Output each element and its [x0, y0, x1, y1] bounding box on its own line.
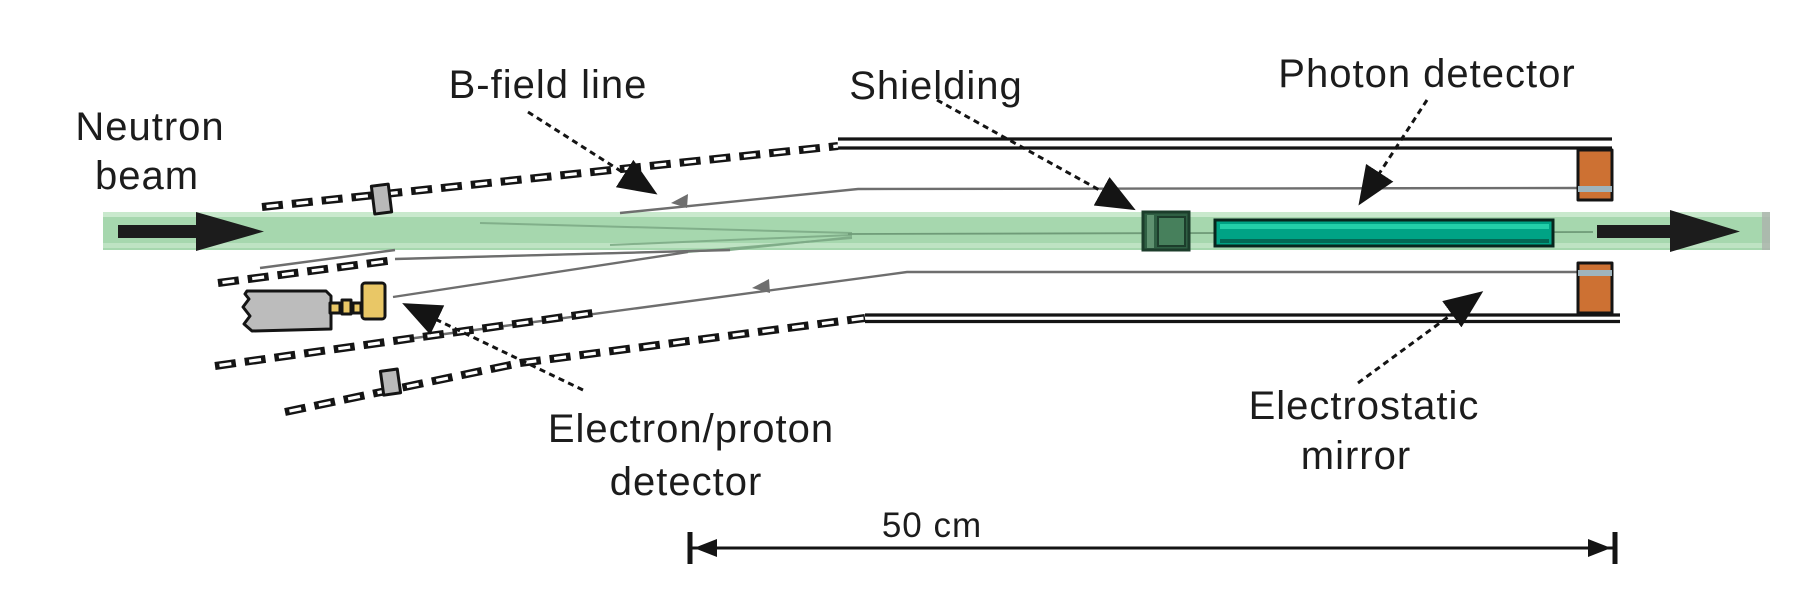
photon-detector-shadow	[1220, 239, 1549, 243]
lower-diagonal-wall-2-highlight	[214, 310, 601, 368]
b-field-line-lower	[399, 270, 1583, 342]
b-field-line-upper	[619, 186, 1584, 215]
bottom-wall-clamp	[378, 367, 403, 397]
b-field-line-left-mid	[392, 250, 689, 299]
photon-detector-bar	[1213, 218, 1555, 248]
mirror-electrode-top	[1576, 148, 1614, 202]
electrostatic-mirror-label-line2: mirror	[1301, 434, 1411, 478]
mirror-electrode-top-strip	[1578, 186, 1612, 192]
shielding-left-edge	[1147, 215, 1154, 248]
beam-end-cap	[1762, 212, 1770, 250]
electrostatic-mirror-label-arrow	[1357, 291, 1484, 385]
bottom-diagonal-wall	[284, 314, 866, 416]
chamber-walls-dashed	[214, 142, 866, 416]
mirror-electrode-bottom-strip	[1578, 270, 1612, 276]
photon-detector-highlight	[1220, 224, 1549, 229]
beam-arrow-left	[118, 212, 264, 251]
beam-top-highlight	[103, 212, 1770, 217]
beam-arrow-right	[1597, 210, 1740, 252]
b-field-line-left-upper	[259, 248, 396, 270]
detector-head	[360, 281, 387, 321]
photon-detector-label: Photon detector	[1278, 52, 1575, 96]
scale-bar-arrow-right	[1588, 539, 1611, 557]
b-field-arrowhead-upper	[671, 194, 688, 208]
electron-proton-label-arrow	[402, 303, 584, 392]
detector-connector-1	[328, 301, 342, 315]
b-field-label-arrow	[527, 110, 658, 195]
photon-detector-label-arrow	[1358, 99, 1429, 206]
electrostatic-mirror-label-line1: Electrostatic	[1249, 384, 1480, 428]
detector-body	[241, 289, 333, 333]
lower-diagonal-wall-1	[217, 256, 396, 287]
detector-connector-3	[351, 301, 363, 315]
shielding-block	[1141, 210, 1191, 252]
electrostatic-mirror-electrodes	[1576, 148, 1614, 315]
neutron-beam-label-line1: Neutron	[75, 105, 224, 149]
chamber-walls-solid	[838, 137, 1620, 324]
electron-proton-detector	[241, 281, 387, 333]
top-wall-clamp	[369, 182, 394, 216]
text-labels: Neutron beam B-field line Shielding Phot…	[75, 52, 1575, 504]
field-line-inner-upper	[479, 222, 853, 234]
scale-bar-arrow-left	[694, 539, 717, 557]
top-clamp-body	[369, 182, 394, 216]
bottom-clamp-body	[378, 367, 403, 397]
field-line-inner-lower	[609, 234, 853, 246]
b-field-arrowhead-lower	[752, 279, 770, 293]
scale-bar: 50 cm	[687, 506, 1618, 564]
detector-connector-2	[340, 298, 353, 316]
neutron-beam-label-line2: beam	[95, 154, 199, 198]
electron-proton-label-line1: Electron/proton	[548, 407, 834, 451]
b-field-line-label: B-field line	[449, 63, 648, 107]
top-diagonal-wall-highlight	[261, 144, 839, 209]
shielding-label-arrow	[936, 98, 1136, 211]
shielding-label: Shielding	[849, 64, 1023, 108]
scale-label: 50 cm	[882, 506, 982, 545]
b-field-line-left-low	[394, 248, 731, 261]
label-arrows	[402, 98, 1484, 392]
beam-bottom-highlight	[103, 243, 1770, 248]
electron-proton-label-line2: detector	[610, 460, 763, 504]
b-field-lines	[259, 186, 1584, 342]
shielding-inner	[1157, 216, 1186, 247]
